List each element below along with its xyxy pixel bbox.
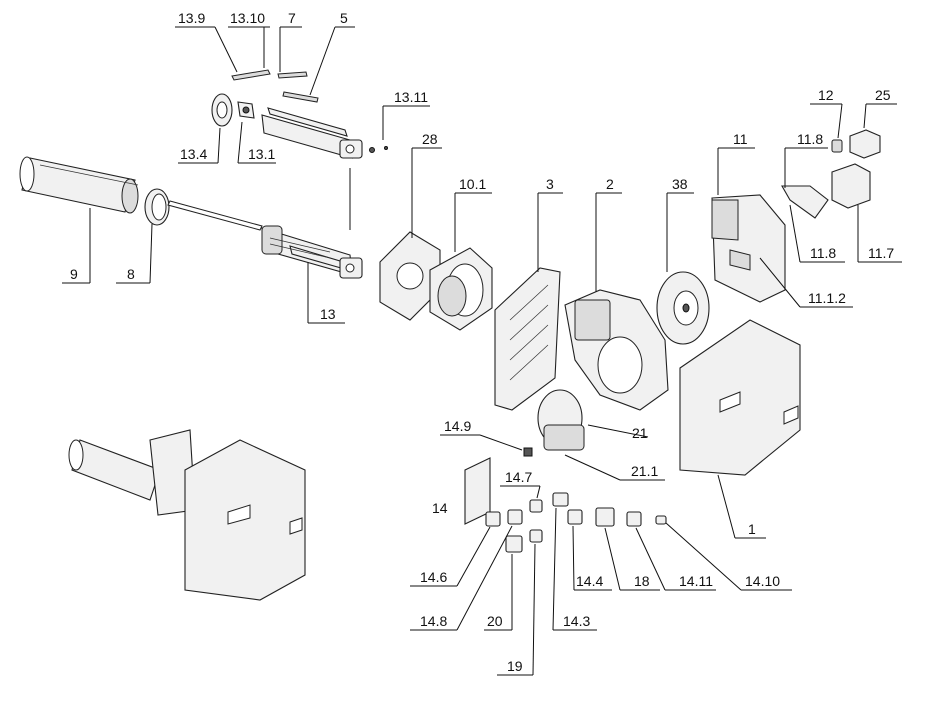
part-11-back-plate bbox=[711, 194, 786, 303]
label-21-1: 21.1 bbox=[631, 463, 658, 479]
label-18: 18 bbox=[634, 573, 650, 589]
label-11-1-2: 11.1.2 bbox=[808, 290, 846, 306]
label-5: 5 bbox=[340, 10, 348, 26]
part-13-4-disk bbox=[211, 93, 233, 127]
label-14-11: 14.11 bbox=[679, 573, 713, 589]
leader-lines bbox=[62, 26, 902, 676]
label-8: 8 bbox=[127, 266, 135, 282]
label-13: 13 bbox=[320, 306, 336, 322]
label-7: 7 bbox=[288, 10, 296, 26]
part-electrodes bbox=[231, 69, 319, 103]
label-25: 25 bbox=[875, 87, 891, 103]
part-13-1-clip bbox=[237, 101, 255, 119]
part-12-part bbox=[831, 139, 843, 153]
label-13-4: 13.4 bbox=[180, 146, 207, 162]
part-rod bbox=[167, 200, 263, 231]
label-2: 2 bbox=[606, 176, 614, 192]
label-14-7: 14.7 bbox=[505, 469, 532, 485]
part-8-ring bbox=[144, 188, 170, 226]
label-13-1: 13.1 bbox=[248, 146, 275, 162]
label-3: 3 bbox=[546, 176, 554, 192]
label-21: 21 bbox=[632, 425, 648, 441]
label-1: 1 bbox=[748, 521, 756, 537]
part-11-7-box bbox=[831, 163, 871, 209]
label-14-6: 14.6 bbox=[420, 569, 447, 585]
label-14-9: 14.9 bbox=[444, 418, 471, 434]
label-11-8-bottom: 11.8 bbox=[810, 245, 836, 261]
label-14-3: 14.3 bbox=[563, 613, 590, 629]
label-20: 20 bbox=[487, 613, 503, 629]
label-14: 14 bbox=[432, 500, 448, 516]
part-28-gasket bbox=[379, 231, 441, 321]
label-14-10: 14.10 bbox=[745, 573, 780, 589]
part-11-8-flap bbox=[781, 185, 829, 219]
label-10-1: 10.1 bbox=[459, 176, 486, 192]
part-10-1-flange bbox=[429, 247, 493, 331]
label-13-9: 13.9 bbox=[178, 10, 205, 26]
label-13-11: 13.11 bbox=[394, 89, 428, 105]
label-28: 28 bbox=[422, 131, 438, 147]
label-14-8: 14.8 bbox=[420, 613, 447, 629]
label-38: 38 bbox=[672, 176, 688, 192]
part-38-fan-wheel bbox=[656, 271, 710, 345]
part-13-head-assembly bbox=[261, 225, 363, 279]
part-9-blast-tube bbox=[19, 156, 139, 214]
part-2-fan-housing bbox=[564, 289, 669, 411]
label-14-4: 14.4 bbox=[576, 573, 603, 589]
part-13-head-upper bbox=[261, 107, 388, 159]
part-3-panel bbox=[494, 267, 561, 411]
part-25-part bbox=[849, 129, 881, 159]
part-14-9-plug bbox=[523, 447, 533, 457]
label-11-8-top: 11.8 bbox=[797, 131, 823, 147]
label-19: 19 bbox=[507, 658, 523, 674]
part-labels: 13.9 13.10 7 5 13.11 13.4 13.1 28 10.1 3… bbox=[70, 10, 894, 674]
part-small-components bbox=[485, 492, 667, 553]
label-11-7: 11.7 bbox=[868, 245, 894, 261]
label-11: 11 bbox=[733, 131, 748, 147]
part-21-motor bbox=[537, 389, 585, 451]
label-12: 12 bbox=[818, 87, 834, 103]
label-13-10: 13.10 bbox=[230, 10, 265, 26]
assembled-burner-view bbox=[68, 429, 306, 601]
label-9: 9 bbox=[70, 266, 78, 282]
part-1-cover bbox=[679, 319, 801, 476]
